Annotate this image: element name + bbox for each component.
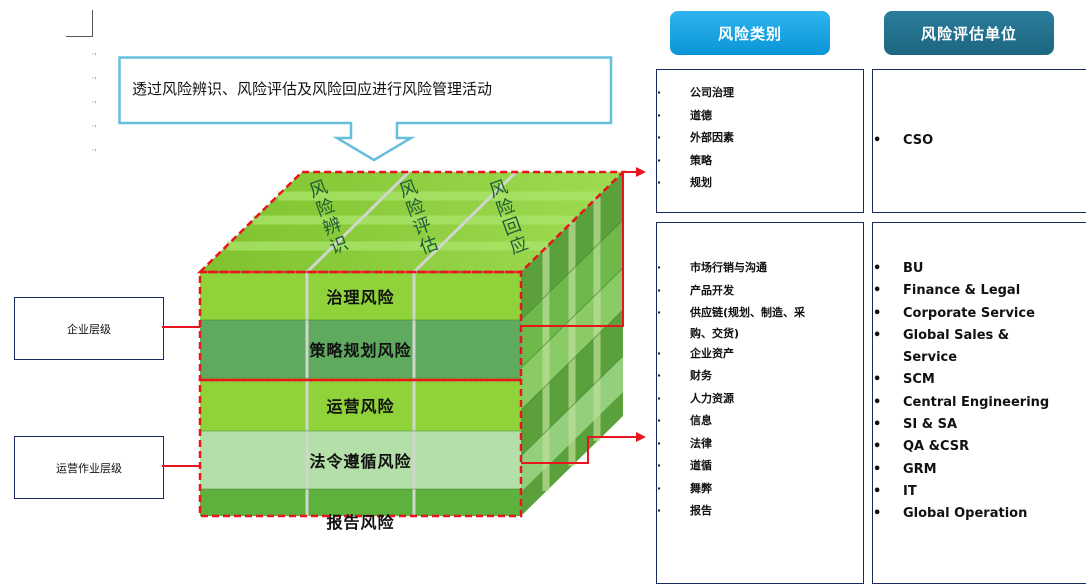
list-item: ·公司治理 xyxy=(657,86,734,99)
callout-text: 透过风险辨识、风险评估及风险回应进行风险管理活动 xyxy=(132,80,493,98)
unit-box-bottom: •BU •Finance & Legal •Corporate Service … xyxy=(872,222,1086,584)
paragraph-mark: ., xyxy=(92,72,97,80)
list-item: Service xyxy=(903,350,958,366)
list-item: ·外部因素 xyxy=(657,131,734,144)
layer-reporting: 报告风险 xyxy=(326,513,395,532)
list-item: ·供应链(规划、制造、采 xyxy=(657,306,806,319)
layer-compliance: 法令遵循风险 xyxy=(309,452,412,471)
category-list-bottom: ·市场行销与沟通 ·产品开发 ·供应链(规划、制造、采 购、交货) ·企业资产 … xyxy=(657,257,863,523)
list-item: •GRM xyxy=(873,461,937,477)
header-assessment-unit: 风险评估单位 xyxy=(884,11,1054,55)
paragraph-mark: ., xyxy=(92,144,97,152)
list-item: •BU xyxy=(873,261,924,276)
category-box-top: ·公司治理 ·道德 ·外部因素 ·策略 ·规划 xyxy=(656,69,864,213)
level-enterprise: 企业层级 xyxy=(14,297,164,360)
list-item: 购、交货) xyxy=(690,326,740,340)
unit-box-top: •CSO xyxy=(872,69,1086,213)
paragraph-mark: ., xyxy=(92,96,97,104)
category-list-top: ·公司治理 ·道德 ·外部因素 ·策略 ·规划 xyxy=(657,82,863,195)
layer-governance: 治理风险 xyxy=(326,288,395,307)
list-item: •SCM xyxy=(873,372,935,388)
list-item: ·人力资源 xyxy=(657,391,734,405)
list-item: •QA &CSR xyxy=(873,439,970,455)
list-item: ·财务 xyxy=(657,369,712,382)
paragraph-mark: ., xyxy=(92,48,97,56)
list-item: ·企业资产 xyxy=(657,346,734,360)
unit-list-top: •CSO xyxy=(873,130,1086,152)
list-item: •CSO xyxy=(873,133,934,148)
category-box-bottom: ·市场行销与沟通 ·产品开发 ·供应链(规划、制造、采 购、交货) ·企业资产 … xyxy=(656,222,864,584)
list-item: •SI & SA xyxy=(873,417,958,433)
callout-shape xyxy=(118,56,613,162)
list-item: •Global Operation xyxy=(873,506,1028,522)
page-corner-mark xyxy=(66,10,93,37)
list-item: ·报告 xyxy=(657,504,712,517)
list-item: •Finance & Legal xyxy=(873,283,1021,299)
layer-operations: 运营风险 xyxy=(326,396,395,416)
list-item: •Corporate Service xyxy=(873,305,1035,321)
header-risk-category: 风险类别 xyxy=(670,11,830,55)
list-item: •Global Sales & xyxy=(873,327,1010,343)
layer-strategy: 策略规划风险 xyxy=(309,341,412,360)
list-item: ·舞弊 xyxy=(657,481,712,495)
paragraph-mark: ., xyxy=(92,120,97,128)
list-item: ·市场行销与沟通 xyxy=(657,261,767,274)
list-item: ·法律 xyxy=(657,436,712,450)
level-connectors xyxy=(162,326,200,467)
list-item: •IT xyxy=(873,483,917,499)
list-item: ·产品开发 xyxy=(657,283,734,297)
list-item: ·道德 xyxy=(657,108,712,122)
list-item: •Central Engineering xyxy=(873,394,1050,410)
list-item: ·策略 xyxy=(657,153,712,167)
risk-cube xyxy=(196,167,646,518)
list-item: ·信息 xyxy=(657,414,712,427)
list-item: ·规划 xyxy=(657,176,712,189)
list-item: ·道循 xyxy=(657,459,712,472)
unit-list-bottom: •BU •Finance & Legal •Corporate Service … xyxy=(873,258,1086,526)
level-operations: 运营作业层级 xyxy=(14,436,164,499)
